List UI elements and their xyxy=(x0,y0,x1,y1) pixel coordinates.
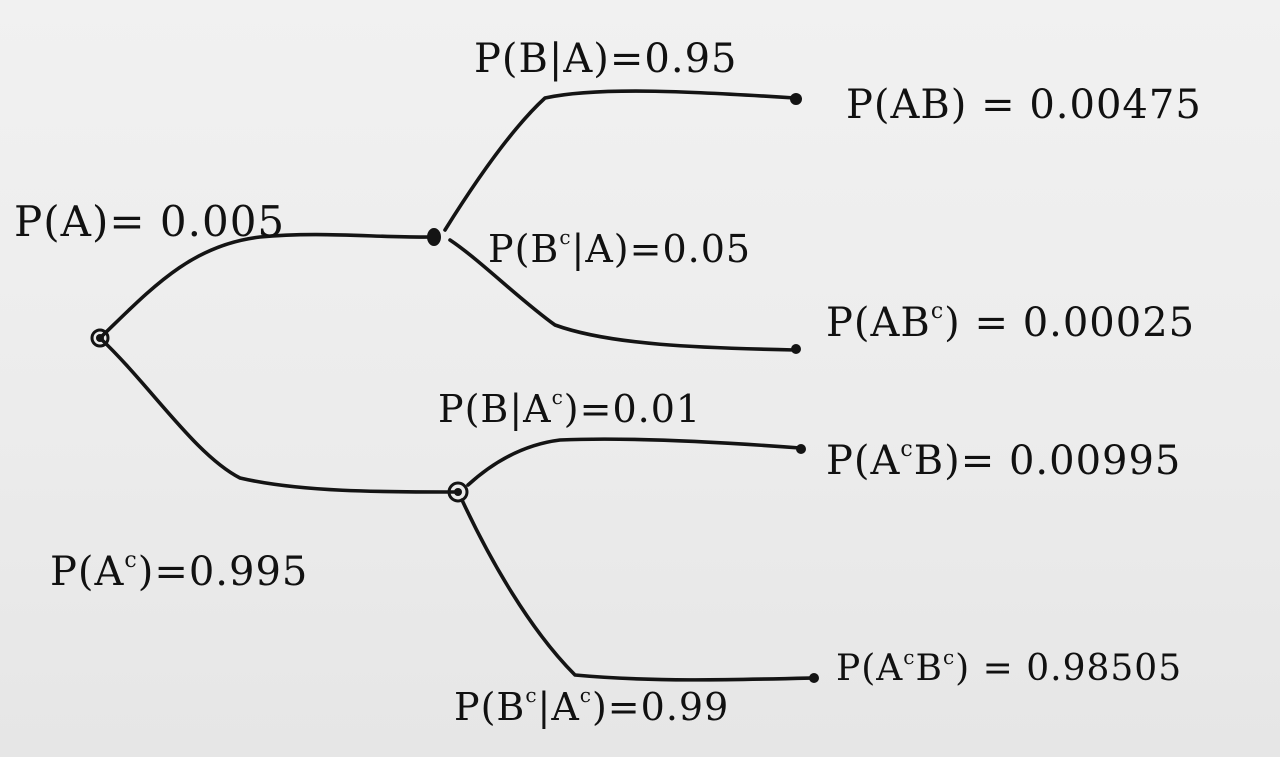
label-p-a: P(A)= 0.005 xyxy=(14,197,285,246)
label-p-abc-prefix: P(AB xyxy=(826,300,931,346)
edge-ac-to-acbc xyxy=(460,498,814,682)
label-p-bc-given-ac-prefix: P(B xyxy=(454,685,525,729)
label-p-acbc-mid: B xyxy=(915,648,942,689)
label-p-ac-prefix: P(A xyxy=(50,549,125,595)
tree-nodes xyxy=(90,93,819,683)
label-p-acb-suffix: B)= 0.00995 xyxy=(914,438,1182,484)
label-p-acbc: P(AcBc) = 0.98505 xyxy=(836,645,1182,689)
edge-ac-to-acb xyxy=(466,437,802,487)
label-p-acbc-suffix: ) = 0.98505 xyxy=(955,648,1182,689)
label-p-bc-given-a: P(Bc|A)=0.05 xyxy=(488,225,751,271)
root-node-dot xyxy=(96,334,104,342)
label-p-acbc-prefix: P(A xyxy=(836,648,903,689)
leaf-acb xyxy=(796,444,806,454)
label-p-ac: P(Ac)=0.995 xyxy=(50,548,308,595)
label-p-abc-suffix: ) = 0.00025 xyxy=(944,300,1195,346)
label-p-bc-given-ac: P(Bc|Ac)=0.99 xyxy=(454,683,729,729)
label-p-b-given-a: P(B|A)=0.95 xyxy=(474,36,737,82)
edge-a-to-abc xyxy=(448,238,797,352)
label-p-bc-given-ac-sup: c xyxy=(525,683,537,707)
label-p-bc-given-ac-mid: |A xyxy=(538,685,580,729)
label-p-acbc-sup: c xyxy=(903,645,915,669)
edge-root-to-ac xyxy=(98,336,460,494)
edge-root-to-a xyxy=(98,232,434,340)
branch-edges xyxy=(98,89,814,682)
label-p-bc-given-a-prefix: P(B xyxy=(488,227,559,271)
label-p-abc-sup: c xyxy=(931,299,944,324)
label-p-bc-given-ac-suffix: )=0.99 xyxy=(592,685,729,729)
leaf-ab xyxy=(790,93,802,105)
label-p-acb-prefix: P(A xyxy=(826,438,901,484)
label-p-bc-given-a-suffix: |A)=0.05 xyxy=(572,227,752,271)
label-p-ac-suffix: )=0.995 xyxy=(138,549,309,595)
label-p-b-given-ac-sup: c xyxy=(552,385,564,409)
label-p-ac-sup: c xyxy=(124,548,137,573)
root-node xyxy=(90,328,110,348)
node-ac xyxy=(447,481,469,503)
node-ac-dot xyxy=(454,488,462,496)
leaf-acbc xyxy=(809,673,819,683)
label-p-b-given-ac-prefix: P(B|A xyxy=(438,387,552,431)
label-p-b-given-ac-suffix: )=0.01 xyxy=(564,387,701,431)
label-p-acb-sup: c xyxy=(900,437,913,462)
node-a xyxy=(427,228,441,246)
label-p-bc-given-a-sup: c xyxy=(559,225,571,249)
label-p-acb: P(AcB)= 0.00995 xyxy=(826,437,1181,484)
label-p-ab: P(AB) = 0.00475 xyxy=(846,82,1202,128)
label-p-abc: P(ABc) = 0.00025 xyxy=(826,299,1195,346)
label-p-acbc-sup2: c xyxy=(943,645,955,669)
label-p-b-given-ac: P(B|Ac)=0.01 xyxy=(438,385,701,431)
leaf-abc xyxy=(791,344,801,354)
edge-a-to-ab xyxy=(443,89,797,232)
label-p-bc-given-ac-sup2: c xyxy=(580,683,592,707)
